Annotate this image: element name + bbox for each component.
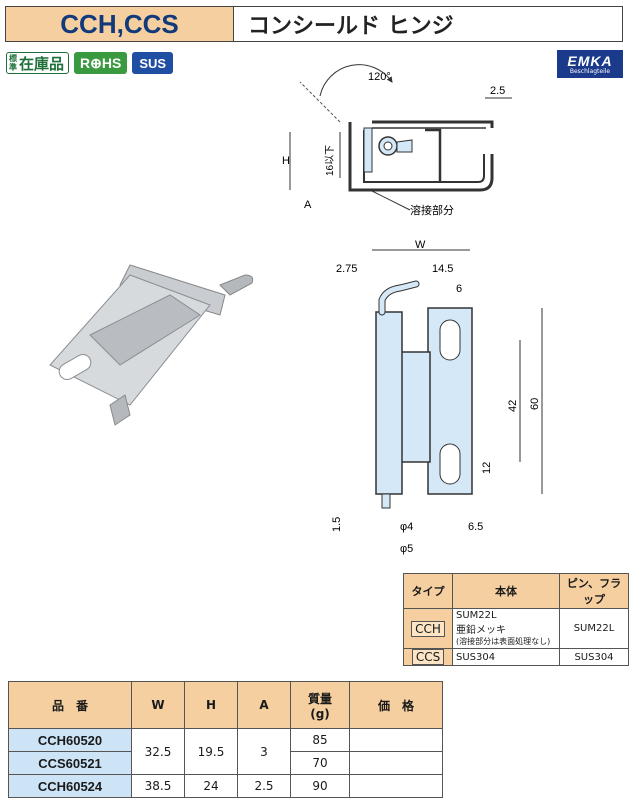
- part-ccs60521: CCS60521: [8, 751, 132, 775]
- part-cch60520: CCH60520: [8, 728, 132, 752]
- spec-pin-ccs: SUS304: [559, 648, 629, 666]
- spec-table: タイプ 本体 ピン、フラップ CCH SUM22L 亜鉛メッキ (溶接部分は表面…: [403, 573, 629, 666]
- header-w: W: [131, 681, 185, 729]
- table-row: CCH60520 32.5 19.5 3 85: [8, 728, 443, 775]
- spec-pin-cch: SUM22L: [559, 608, 629, 649]
- stock-badge: 標準 在庫品: [6, 52, 70, 74]
- dim-a-label: A: [304, 199, 312, 211]
- header-mass: 質量(g): [290, 681, 350, 729]
- phi5-label: φ5: [400, 543, 413, 555]
- sus-badge: SUS: [132, 52, 174, 74]
- dim-42-label: 42: [507, 400, 519, 412]
- weld-label: 溶接部分: [410, 203, 454, 217]
- angle-label: 120°: [368, 71, 391, 83]
- hinge-photo: [49, 264, 254, 426]
- dim-h-label: H: [282, 155, 290, 167]
- part-cch60524: CCH60524: [8, 774, 132, 798]
- table-row: CCH60524 38.5 24 2.5 90: [8, 774, 443, 798]
- spec-header-body: 本体: [452, 573, 560, 609]
- badges: 標準 在庫品 R⊕HS SUS: [6, 52, 174, 74]
- table-row: CCS60521 70: [8, 751, 443, 775]
- spec-type-cch: CCH: [403, 608, 453, 649]
- header-part: 品 番: [8, 681, 132, 729]
- emka-logo: EMKA Beschlagteile: [557, 50, 623, 78]
- product-name: コンシールド ヒンジ: [248, 14, 454, 39]
- cross-section-drawing: 120° 2.5 H 16以下 A 溶接部分: [282, 64, 512, 217]
- product-code: CCH,CCS: [6, 7, 234, 41]
- front-view-drawing: W 2.75 14.5 6 42 60 12 1.5 φ4 6.5 φ5: [331, 240, 543, 555]
- dim-w-label: W: [415, 240, 426, 251]
- dim-2-5-top: 2.5: [490, 85, 505, 97]
- spec-header-pin: ピン、フラップ: [559, 573, 629, 609]
- title-bar: CCH,CCS コンシールド ヒンジ: [5, 6, 623, 42]
- dim-6-5-label: 6.5: [468, 521, 483, 533]
- rohs-badge: R⊕HS: [74, 52, 128, 74]
- dim-16-label: 16以下: [325, 145, 336, 176]
- spec-body-ccs: SUS304: [452, 648, 560, 666]
- dim-60-label: 60: [529, 398, 541, 410]
- spec-body-cch: SUM22L 亜鉛メッキ (溶接部分は表面処理なし): [452, 608, 560, 649]
- dim-14-5-label: 14.5: [432, 263, 453, 275]
- spec-header-type: タイプ: [403, 573, 453, 609]
- dim-2-75-label: 2.75: [336, 263, 357, 275]
- header-price: 価 格: [349, 681, 443, 729]
- product-table: 品 番 W H A 質量(g) 価 格 CCH60520 32.5 19.5 3…: [8, 681, 443, 798]
- spec-type-ccs: CCS: [403, 648, 453, 666]
- dim-12-label: 12: [481, 462, 493, 474]
- dim-1-5-label: 1.5: [331, 517, 343, 532]
- header-a: A: [237, 681, 291, 729]
- dim-6-label: 6: [456, 283, 462, 295]
- phi4-label: φ4: [400, 521, 413, 533]
- header-h: H: [184, 681, 238, 729]
